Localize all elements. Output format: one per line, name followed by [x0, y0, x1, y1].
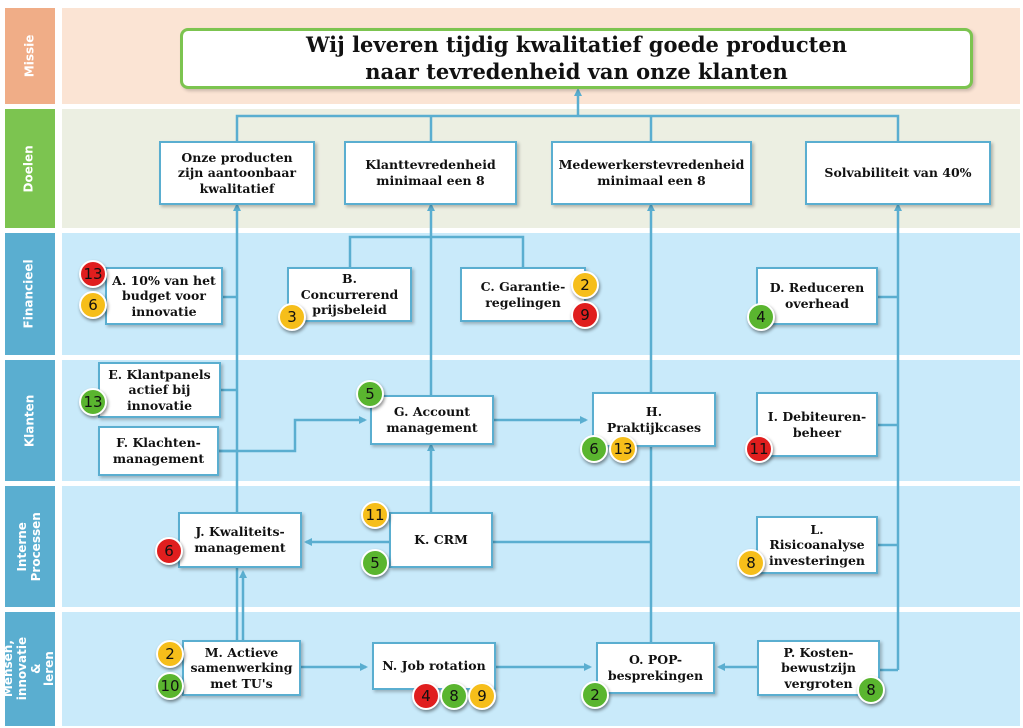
- badge-n-yellow: 9: [468, 682, 496, 710]
- node-o-pop-besprekingen: O. POP- besprekingen: [596, 642, 715, 694]
- badge-c-yellow: 2: [571, 271, 599, 299]
- node-h-praktijkcases: H. Praktijkcases: [592, 392, 716, 447]
- node-c-garantieregelingen: C. Garantie- regelingen: [460, 267, 586, 322]
- badge-a-red: 13: [79, 260, 107, 288]
- badge-l-yellow: 8: [737, 549, 765, 577]
- band-label-missie: Missie: [5, 8, 55, 104]
- badge-b-yellow: 3: [278, 303, 306, 331]
- badge-e-green: 13: [79, 388, 107, 416]
- badge-o-green: 2: [581, 681, 609, 709]
- badge-h-green: 6: [580, 435, 608, 463]
- mission-statement: Wij leveren tijdig kwalitatief goede pro…: [180, 28, 973, 89]
- node-l-risicoanalyse: L. Risicoanalyse investeringen: [756, 516, 878, 574]
- badge-k-yellow: 11: [361, 501, 389, 529]
- band-label-doelen: Doelen: [5, 109, 55, 228]
- node-d-reduceren-overhead: D. Reduceren overhead: [756, 267, 878, 325]
- node-g-account-management: G. Account management: [370, 395, 494, 445]
- goal-klanttevredenheid: Klanttevredenheid minimaal een 8: [344, 141, 517, 205]
- node-m-actieve-samenwerking: M. Actieve samenwerking met TU's: [182, 640, 301, 696]
- band-label-klanten: Klanten: [5, 360, 55, 481]
- goal-kwalitatief: Onze producten zijn aantoonbaar kwalitat…: [159, 141, 315, 205]
- badge-i-red: 11: [745, 435, 773, 463]
- badge-g-green: 5: [356, 380, 384, 408]
- line-F-to-G: [219, 416, 367, 453]
- goal-medewerkerstevredenheid: Medewerkerstevredenheid minimaal een 8: [551, 141, 752, 205]
- badge-p-green: 8: [857, 676, 885, 704]
- band-label-interne-processen: Interne Processen: [5, 486, 55, 607]
- badge-m-green: 10: [156, 672, 184, 700]
- node-k-crm: K. CRM: [389, 512, 493, 568]
- line-B-C-bus: [348, 235, 525, 267]
- band-label-financieel: Financieel: [5, 233, 55, 355]
- node-j-kwaliteitsmanagement: J. Kwaliteits- management: [178, 512, 302, 568]
- band-label-mensen: Mensen, innovatie & leren: [1, 612, 57, 726]
- node-i-debiteurenbeheer: I. Debiteuren- beheer: [756, 392, 878, 457]
- node-e-klantpanels: E. Klantpanels actief bij innovatie: [98, 362, 221, 418]
- badge-c-red: 9: [571, 301, 599, 329]
- node-b-concurrerend-prijsbeleid: B. Concurrerend prijsbeleid: [287, 267, 412, 322]
- line-goals-to-mission: [235, 114, 900, 141]
- node-a-budget-innovatie: A. 10% van het budget voor innovatie: [105, 267, 223, 325]
- goal-solvabiliteit: Solvabiliteit van 40%: [805, 141, 991, 205]
- badge-m-yellow: 2: [156, 640, 184, 668]
- badge-h-yellow: 13: [609, 435, 637, 463]
- badge-d-green: 4: [747, 303, 775, 331]
- badge-a-yellow: 6: [79, 291, 107, 319]
- node-f-klachtenmanagement: F. Klachten- management: [98, 426, 219, 476]
- badge-j-red: 6: [155, 537, 183, 565]
- badge-n-green: 8: [440, 682, 468, 710]
- badge-k-green: 5: [361, 549, 389, 577]
- badge-n-red: 4: [412, 682, 440, 710]
